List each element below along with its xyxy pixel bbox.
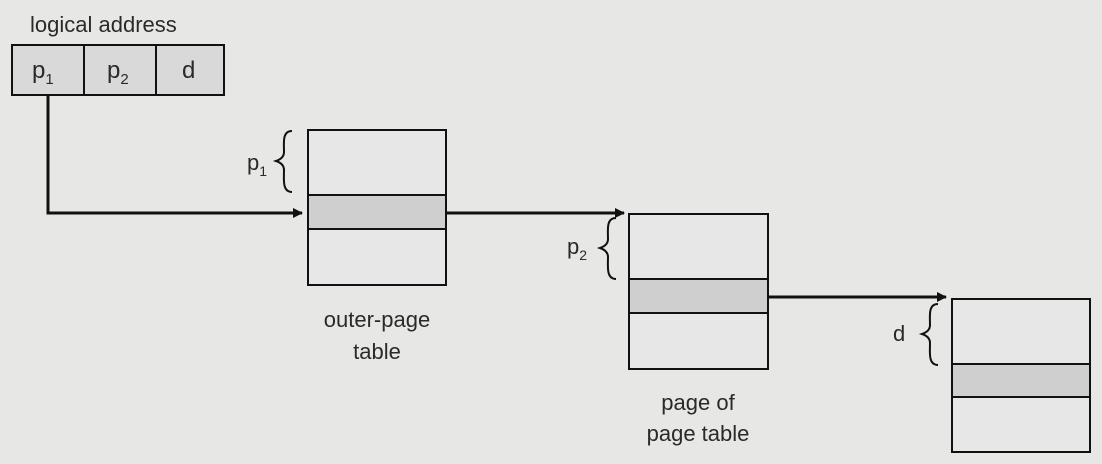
outer-table-label-line1: outer-page — [324, 307, 430, 332]
outer-page-table: p1 outer-page table — [247, 129, 447, 364]
page-table-label-line2: page table — [647, 421, 750, 446]
field-p1-label: p1 — [32, 57, 54, 88]
frame-entry-highlight — [951, 363, 1091, 398]
page-table-label-line1: page of — [661, 390, 735, 415]
field-d-label: d — [182, 57, 195, 84]
brace-d-label: d — [893, 321, 905, 346]
logical-address-title: logical address — [30, 12, 177, 37]
field-d-box — [155, 44, 225, 96]
outer-table-label-line2: table — [353, 339, 401, 364]
brace-d — [918, 303, 939, 366]
outer-table-entry-highlight — [307, 194, 447, 230]
arrow-p1-to-outer-table — [46, 95, 303, 218]
page-table-entry-highlight — [628, 278, 769, 314]
field-p1-box — [11, 44, 85, 96]
brace-p1 — [272, 130, 293, 193]
brace-p2 — [596, 217, 617, 280]
logical-address: logical address p1 p2 d — [11, 12, 225, 96]
brace-p1-label: p1 — [247, 150, 267, 179]
brace-p2-label: p2 — [567, 234, 587, 263]
field-p2-label: p2 — [107, 57, 129, 88]
field-p2-box — [83, 44, 157, 96]
page-of-page-table: p2 page of page table — [567, 213, 769, 446]
physical-frame: d — [893, 298, 1091, 453]
